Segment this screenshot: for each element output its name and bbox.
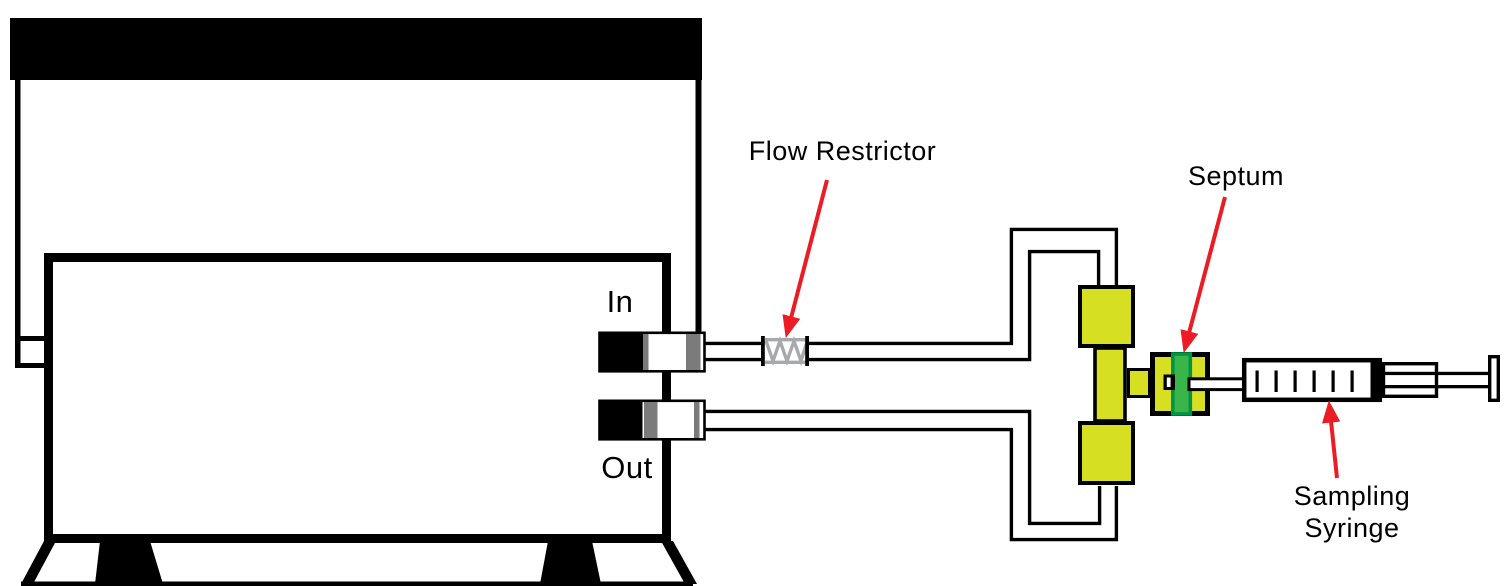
out-fitting-gray-ring <box>694 402 700 438</box>
manifold-top-block <box>1078 285 1135 348</box>
restrictor-left-tick <box>761 336 765 366</box>
septum-port <box>1150 352 1210 416</box>
right-foot <box>540 541 601 584</box>
plunger-shaft-wide <box>1381 362 1439 399</box>
sample-chamber <box>44 253 671 543</box>
sampling-syringe <box>1241 355 1500 403</box>
septum-arrow <box>1180 196 1227 354</box>
instrument-housing <box>10 18 702 368</box>
in-fitting-black-block <box>600 334 643 370</box>
housing-left-notch-top <box>15 336 44 341</box>
in-port-fitting <box>598 331 706 373</box>
in-fitting-gray-nut <box>686 334 701 370</box>
annotation-arrows <box>782 179 1341 479</box>
outlet-tube-inner-line <box>705 409 1102 526</box>
plunger-seal <box>1370 360 1382 400</box>
t-manifold <box>1078 285 1151 485</box>
sampling-syringe-label-line1: Sampling <box>1293 481 1411 511</box>
needle-shaft <box>1187 377 1248 392</box>
restrictor-coil-icon <box>764 335 809 367</box>
out-port-label: Out <box>601 450 653 485</box>
flow-restrictor <box>761 335 809 367</box>
housing-top-panel <box>10 18 702 80</box>
plunger-thumb-rest <box>1487 355 1500 403</box>
sampling-syringe-label-line2: Syringe <box>1304 512 1400 543</box>
restrictor-right-tick <box>805 336 809 366</box>
instrument-feet <box>21 541 697 586</box>
housing-left-wall <box>15 78 21 368</box>
in-fitting-gray-ring <box>643 334 649 370</box>
syringe-graduation-marks <box>1255 370 1354 392</box>
manifold-bottom-block <box>1078 421 1135 485</box>
flow-restrictor-label: Flow Restrictor <box>748 136 937 166</box>
plunger-rod-top-line <box>1382 371 1489 376</box>
restrictor-bottom-line <box>765 360 806 364</box>
housing-right-wall <box>695 78 702 333</box>
floor-line <box>21 581 693 586</box>
flow-restrictor-arrow <box>782 179 829 339</box>
tubing <box>705 227 1119 542</box>
manifold-side-arm <box>1127 368 1151 398</box>
outlet-tube-outer-line <box>705 427 1119 542</box>
sampling-syringe-arrow <box>1322 400 1341 479</box>
out-fitting-gray-nut <box>644 402 658 438</box>
restrictor-top-line <box>765 338 806 342</box>
inlet-tube-outer-line <box>705 227 1119 346</box>
plunger-rod-bottom-line <box>1382 385 1489 389</box>
left-outer-leg <box>21 541 56 584</box>
in-port-label: In <box>606 284 634 319</box>
septum-label: Septum <box>1187 161 1285 191</box>
out-port-fitting <box>598 399 706 441</box>
out-fitting-black-block <box>600 402 643 438</box>
manifold-center-bar <box>1093 346 1127 423</box>
right-outer-leg <box>661 541 697 584</box>
needle-hub-slot <box>1166 377 1171 387</box>
left-foot <box>95 541 163 584</box>
housing-left-notch-bottom <box>15 363 44 368</box>
inlet-tube-inner-line <box>705 249 1101 362</box>
syringe-barrel <box>1241 357 1383 403</box>
sampling-syringe-label: Sampling Syringe <box>1277 481 1427 545</box>
